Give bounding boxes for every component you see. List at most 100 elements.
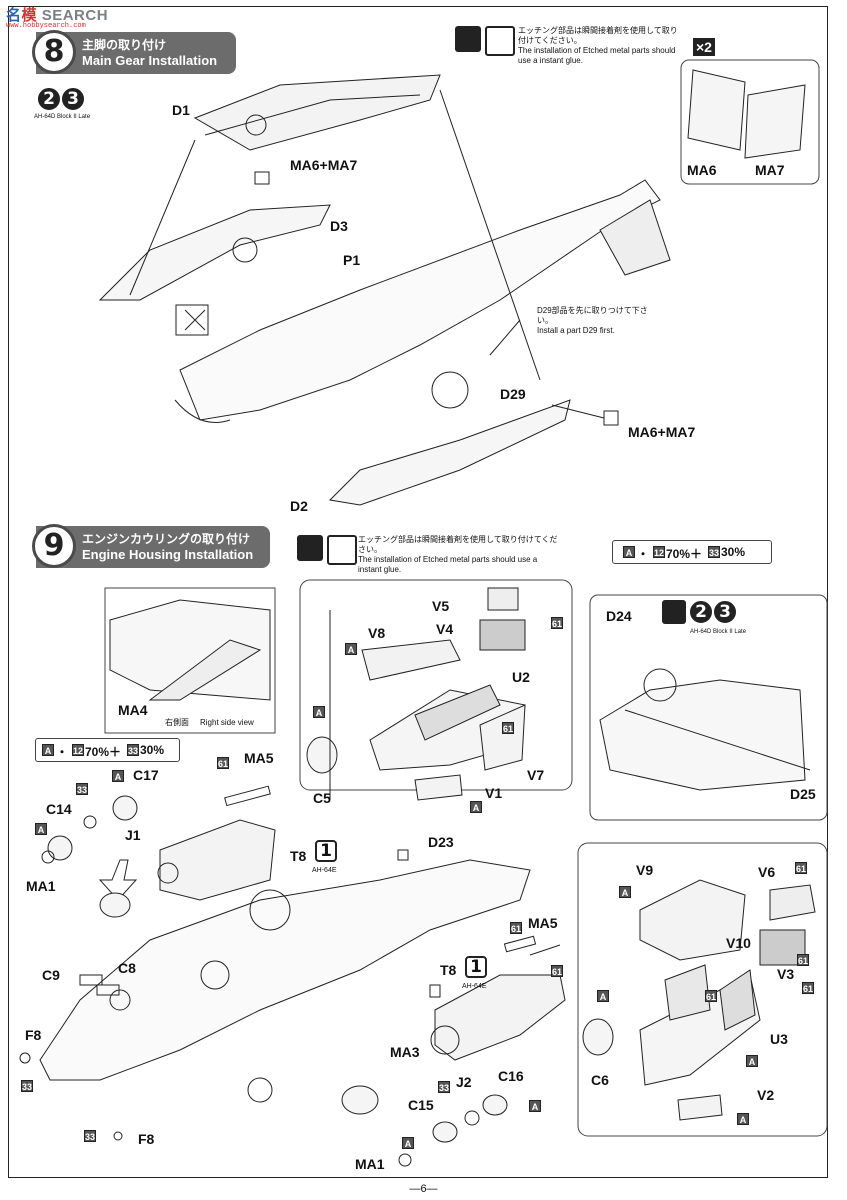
color-tag: 33 — [76, 783, 88, 795]
part-ma4: MA4 — [118, 702, 148, 718]
color-tag: A — [619, 886, 631, 898]
part-c14: C14 — [46, 801, 72, 817]
etched-part-icon — [485, 26, 515, 56]
color-tag: A — [597, 990, 609, 1002]
color-tag: 61 — [510, 922, 522, 934]
part-u2: U2 — [512, 669, 530, 685]
part-u3: U3 — [770, 1031, 788, 1047]
part-d2: D2 — [290, 498, 308, 514]
side-view-caption-jp: 右側面 — [165, 718, 189, 727]
quantity-label: ×2 — [693, 38, 715, 56]
color-tag: 61 — [502, 722, 514, 734]
part-ma6-ma7: MA6+MA7 — [290, 157, 358, 173]
color-tag: A — [35, 823, 47, 835]
glue-icon — [455, 26, 481, 52]
step-number: 8 — [32, 30, 76, 74]
color-mix-box: A ・・ 12 70%＋ 33 30% — [35, 738, 180, 762]
step-8-header: 8 主脚の取り付け Main Gear Installation — [32, 30, 236, 74]
color-tag: 61 — [705, 990, 717, 1002]
part-d3: D3 — [330, 218, 348, 234]
watermark-url: www.hobbysearch.com — [6, 22, 86, 30]
color-tag: 33 — [438, 1081, 450, 1093]
part-t8: T8 — [290, 848, 307, 864]
part-ma5: MA5 — [244, 750, 274, 766]
install-first-jp: D29部品を先に取りつけて下さい。 — [537, 306, 648, 325]
part-v7: V7 — [527, 767, 545, 783]
glue-icon — [662, 600, 686, 624]
color-tag: 33 — [84, 1130, 96, 1142]
color-tag: A — [42, 744, 54, 756]
part-ma7: MA7 — [755, 162, 785, 178]
color-tag: A — [313, 706, 325, 718]
part-ma5: MA5 — [528, 915, 558, 931]
part-v9: V9 — [636, 862, 654, 878]
glue-note-en: The installation of Etched metal parts s… — [358, 555, 538, 574]
part-d24: D24 — [606, 608, 632, 624]
part-p1: P1 — [343, 252, 361, 268]
part-j1: J1 — [125, 827, 141, 843]
version-caption: AH-64E — [312, 867, 337, 874]
version-badge-2: 2 — [38, 88, 60, 110]
color-mix-text: 30% — [721, 545, 746, 559]
part-v4: V4 — [436, 621, 454, 637]
version-badge-1: 1 — [315, 840, 337, 862]
watermark-logo: 名模 SEARCH — [6, 7, 109, 24]
part-ma1: MA1 — [355, 1156, 385, 1172]
version-caption: AH-64D Block II Late — [34, 114, 91, 120]
glue-note-jp: エッチング部品は瞬間接着剤を使用して取り付けてください。 — [358, 535, 558, 554]
part-c6: C6 — [591, 1072, 609, 1088]
glue-note-jp: エッチング部品は瞬間接着剤を使用して取り付けてください。 — [518, 26, 678, 45]
color-tag: 12 — [653, 546, 665, 558]
version-caption: AH-64E — [462, 983, 487, 990]
color-tag: 61 — [802, 982, 814, 994]
part-c5: C5 — [313, 790, 331, 806]
part-ma1: MA1 — [26, 878, 56, 894]
part-v5: V5 — [432, 598, 450, 614]
color-tag: 33 — [708, 546, 720, 558]
color-tag: 61 — [795, 862, 807, 874]
glue-icon — [297, 535, 323, 561]
part-d29: D29 — [500, 386, 526, 402]
part-f8: F8 — [138, 1131, 155, 1147]
color-tag: 33 — [21, 1080, 33, 1092]
part-v10: V10 — [726, 935, 751, 951]
color-tag: 61 — [217, 757, 229, 769]
part-c15: C15 — [408, 1097, 434, 1113]
color-mix-text: 70%＋ — [666, 547, 703, 561]
color-tag: 61 — [551, 965, 563, 977]
step-title-jp: エンジンカウリングの取り付け — [82, 532, 251, 546]
etched-part-icon — [327, 535, 357, 565]
install-first-en: Install a part D29 first. — [537, 326, 615, 335]
step-number: 9 — [32, 524, 76, 568]
step-title-en: Engine Housing Installation — [82, 547, 254, 562]
part-v6: V6 — [758, 864, 776, 880]
color-tag: 61 — [551, 617, 563, 629]
part-v8: V8 — [368, 625, 386, 641]
page-number: —6— — [409, 1183, 438, 1195]
color-tag: A — [737, 1113, 749, 1125]
color-tag: A — [112, 770, 124, 782]
part-ma6-ma7: MA6+MA7 — [628, 424, 696, 440]
part-d1: D1 — [172, 102, 190, 118]
version-badge-2: 2 — [690, 601, 712, 623]
version-caption: AH-64D Block II Late — [690, 629, 747, 635]
color-tag: 61 — [797, 954, 809, 966]
color-mix-text: 70%＋ — [85, 745, 122, 759]
part-v1: V1 — [485, 785, 503, 801]
color-tag: A — [402, 1137, 414, 1149]
color-tag: 33 — [127, 744, 139, 756]
color-tag: A — [746, 1055, 758, 1067]
part-j2: J2 — [456, 1074, 472, 1090]
part-ma3: MA3 — [390, 1044, 420, 1060]
part-v3: V3 — [777, 966, 795, 982]
page-frame — [8, 6, 828, 1178]
part-t8: T8 — [440, 962, 457, 978]
glue-note-en: The installation of Etched metal parts s… — [518, 46, 676, 65]
color-tag: A — [470, 801, 482, 813]
color-tag: 12 — [72, 744, 84, 756]
part-c8: C8 — [118, 960, 136, 976]
color-mix-text: 30% — [140, 743, 165, 757]
part-c16: C16 — [498, 1068, 524, 1084]
version-badge-3: 3 — [714, 601, 736, 623]
